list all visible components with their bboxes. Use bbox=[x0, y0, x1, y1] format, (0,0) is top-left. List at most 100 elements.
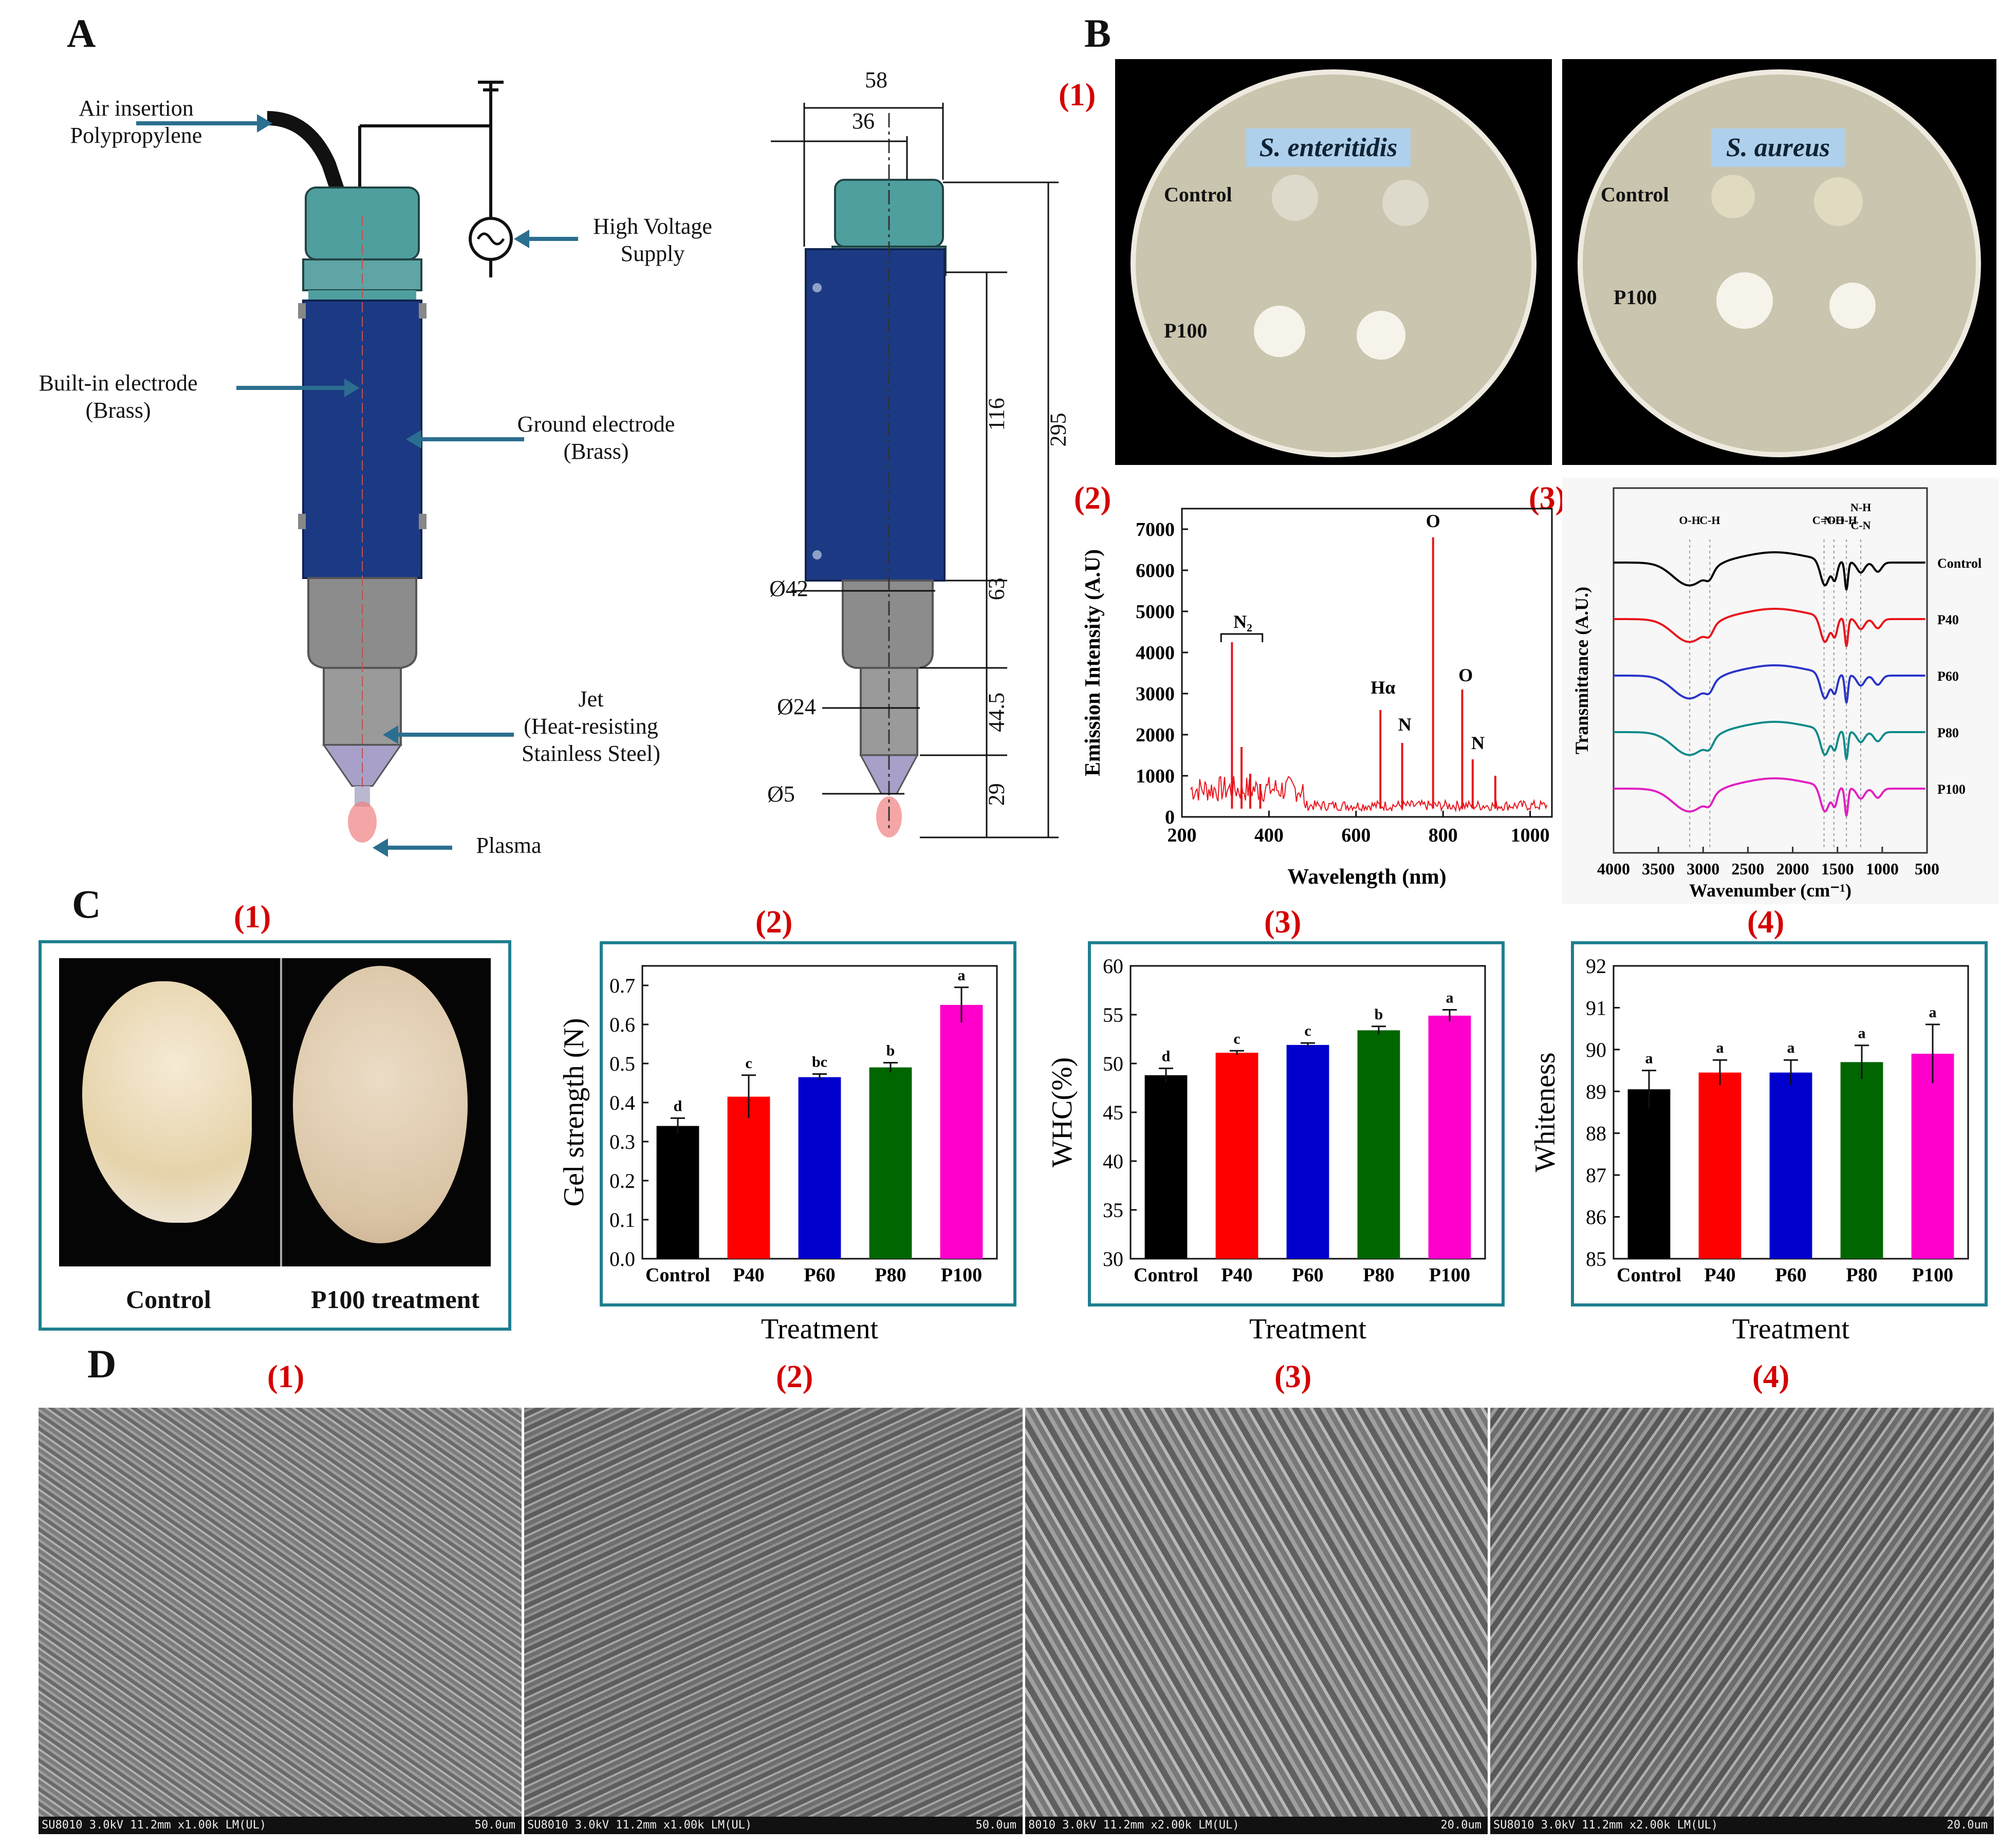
dim-116: 116 bbox=[984, 398, 1009, 431]
x-tick-label: P100 bbox=[1912, 1264, 1953, 1286]
spectrum-baseline bbox=[1190, 775, 1548, 813]
significance-letter: a bbox=[1929, 1004, 1937, 1021]
x-tick-label: P40 bbox=[733, 1264, 764, 1286]
x-tick-label: Control bbox=[645, 1264, 710, 1286]
band-label: C-N bbox=[1850, 519, 1871, 532]
label-plasma: Plasma bbox=[476, 833, 542, 858]
y-tick-label: 91 bbox=[1586, 996, 1606, 1019]
x-axis-label: Treatment bbox=[1249, 1313, 1367, 1345]
colony-spot bbox=[1829, 283, 1876, 329]
y-tick-label: 30 bbox=[1103, 1247, 1123, 1271]
y-tick-label: 2000 bbox=[1136, 724, 1175, 746]
label-built-in-electrode: Built-in electrode(Brass) bbox=[39, 370, 198, 423]
series-label: P40 bbox=[1937, 612, 1959, 627]
y-tick-label: 0.3 bbox=[609, 1130, 635, 1153]
gel-control-sample bbox=[82, 981, 252, 1223]
peak-annotation: Hα bbox=[1371, 677, 1395, 698]
x-tick-label: 500 bbox=[1915, 860, 1939, 878]
significance-letter: a bbox=[1716, 1039, 1724, 1056]
ftir-series-p80 bbox=[1614, 721, 1925, 760]
plate2-control-label: Control bbox=[1601, 183, 1669, 206]
jet-device-illustration bbox=[136, 81, 1059, 857]
tag-c4: (4) bbox=[1747, 905, 1785, 940]
plot-area bbox=[1181, 508, 1553, 818]
dim-44-5: 44.5 bbox=[984, 692, 1009, 732]
x-tick-label: Control bbox=[1134, 1264, 1198, 1286]
dim-295: 295 bbox=[1045, 413, 1071, 447]
bar-p100 bbox=[940, 1005, 983, 1259]
panel-letter-d: D bbox=[87, 1341, 117, 1386]
x-tick-label: 2000 bbox=[1776, 860, 1809, 878]
dim-d5: Ø5 bbox=[767, 781, 795, 807]
x-tick-label: 800 bbox=[1429, 825, 1458, 846]
gel-control-label: Control bbox=[126, 1285, 211, 1314]
bar-p100 bbox=[1428, 1015, 1471, 1259]
bar-p100 bbox=[1911, 1054, 1954, 1259]
x-tick-label: Control bbox=[1617, 1264, 1681, 1286]
significance-letter: b bbox=[886, 1042, 895, 1059]
chart-background bbox=[1562, 478, 1999, 904]
bar-p40 bbox=[1215, 1053, 1258, 1259]
dim-d42: Ø42 bbox=[769, 576, 808, 601]
band-label: C=O bbox=[1812, 514, 1836, 527]
tag-c1: (1) bbox=[234, 900, 271, 935]
x-tick-label: 4000 bbox=[1597, 860, 1630, 878]
y-axis-label: Emission Intensity (A.U) bbox=[1081, 549, 1105, 776]
colony-spot bbox=[1711, 175, 1755, 218]
colony-spot bbox=[1357, 311, 1405, 360]
x-tick-label: 3000 bbox=[1687, 860, 1719, 878]
tag-c2: (2) bbox=[755, 905, 793, 940]
gel-photo-frame bbox=[39, 940, 511, 1331]
peak-annotation: N bbox=[1398, 714, 1412, 735]
significance-letter: c bbox=[1304, 1022, 1311, 1039]
x-tick-label: 400 bbox=[1254, 825, 1284, 846]
dim-58: 58 bbox=[865, 67, 887, 92]
panel-letter-c: C bbox=[72, 882, 101, 926]
y-tick-label: 4000 bbox=[1136, 642, 1175, 664]
y-tick-label: 0 bbox=[1165, 807, 1175, 828]
significance-letter: c bbox=[1233, 1030, 1240, 1047]
band-label: N-H bbox=[1824, 514, 1844, 527]
peak-annotation: O bbox=[1458, 665, 1473, 685]
chart-frame bbox=[1088, 941, 1505, 1306]
x-tick-label: 200 bbox=[1168, 825, 1197, 846]
y-tick-label: 60 bbox=[1103, 955, 1123, 978]
significance-letter: a bbox=[1787, 1039, 1795, 1056]
tag-c3: (3) bbox=[1264, 905, 1302, 940]
y-tick-label: 5000 bbox=[1136, 601, 1175, 623]
y-tick-label: 0.1 bbox=[609, 1208, 635, 1231]
y-tick-label: 7000 bbox=[1136, 519, 1175, 540]
colony-spot bbox=[1254, 306, 1305, 357]
band-label: N-H bbox=[1850, 501, 1871, 514]
petri-plate-s-enteritidis: S. enteritidis Control P100 bbox=[1115, 59, 1552, 465]
panel-letter-a: A bbox=[67, 11, 96, 55]
sem-image-3: 8010 3.0kV 11.2mm x2.00k LM(UL)20.0um bbox=[1025, 1408, 1488, 1834]
x-tick-label: 1500 bbox=[1821, 860, 1854, 878]
y-axis-label: Gel strength (N) bbox=[558, 1018, 590, 1206]
significance-letter: a bbox=[1446, 990, 1454, 1006]
x-tick-label: 1000 bbox=[1866, 860, 1899, 878]
y-tick-label: 90 bbox=[1586, 1038, 1606, 1061]
bar-control bbox=[656, 1126, 699, 1259]
y-tick-label: 35 bbox=[1103, 1199, 1123, 1222]
significance-letter: c bbox=[745, 1055, 752, 1072]
tag-d3: (3) bbox=[1274, 1359, 1312, 1394]
sem-image-4: SU8010 3.0kV 11.2mm x2.00k LM(UL)20.0um bbox=[1490, 1408, 1994, 1834]
significance-letter: a bbox=[1858, 1025, 1866, 1042]
sem-caption-4: SU8010 3.0kV 11.2mm x2.00k LM(UL)20.0um bbox=[1490, 1817, 1994, 1834]
chart-whiteness: 8586878889909192aControlaP40aP60aP80aP10… bbox=[1529, 941, 1988, 1345]
y-axis-label: WHC(%) bbox=[1046, 1057, 1078, 1168]
x-axis-label: Treatment bbox=[1732, 1313, 1850, 1345]
sem-caption-2: SU8010 3.0kV 11.2mm x1.00k LM(UL)50.0um bbox=[524, 1817, 1023, 1834]
ftir-series-p40 bbox=[1614, 608, 1925, 647]
x-tick-label: 1000 bbox=[1511, 825, 1550, 846]
x-axis-label: Wavelength (nm) bbox=[1287, 865, 1446, 889]
y-axis-label: Whiteness bbox=[1529, 1052, 1561, 1172]
y-tick-label: 88 bbox=[1586, 1122, 1606, 1145]
bar-p80 bbox=[1840, 1062, 1883, 1259]
colony-spot bbox=[1814, 177, 1863, 226]
x-tick-label: 600 bbox=[1341, 825, 1371, 846]
sem-caption-3: 8010 3.0kV 11.2mm x2.00k LM(UL)20.0um bbox=[1025, 1817, 1488, 1834]
